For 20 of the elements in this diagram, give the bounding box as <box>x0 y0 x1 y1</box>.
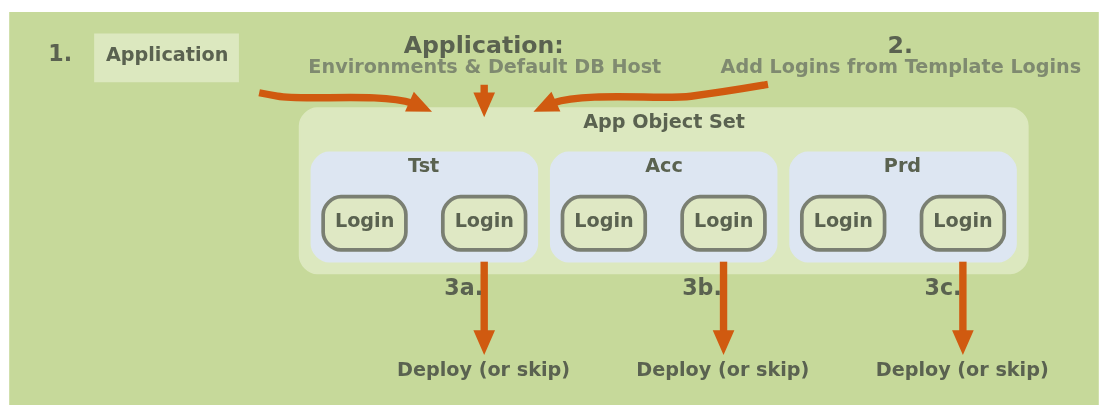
arrow <box>952 261 974 355</box>
node-box: Login <box>560 194 648 252</box>
node-box: Application <box>94 32 239 82</box>
node-box: Login <box>680 194 767 252</box>
node-box: Login <box>440 194 528 252</box>
arrow <box>473 261 495 355</box>
arrow <box>258 88 433 112</box>
edge-label: 3c. <box>924 273 962 300</box>
node-text: Deploy (or skip) <box>636 357 810 381</box>
node-text: Deploy (or skip) <box>397 357 571 381</box>
node-text: Application: Environments & Default DB Host <box>308 30 662 78</box>
edge-label: 3b. <box>682 273 722 300</box>
arrow <box>712 261 735 355</box>
node-text: Deploy (or skip) <box>875 357 1049 381</box>
node-text: 2. Add Logins from Template Logins <box>720 30 1082 78</box>
node-box: Login <box>919 194 1007 252</box>
node-box: Login <box>800 194 887 252</box>
node-label: 1. <box>48 39 73 66</box>
arrow <box>533 80 769 112</box>
node-box: Login <box>321 194 408 252</box>
